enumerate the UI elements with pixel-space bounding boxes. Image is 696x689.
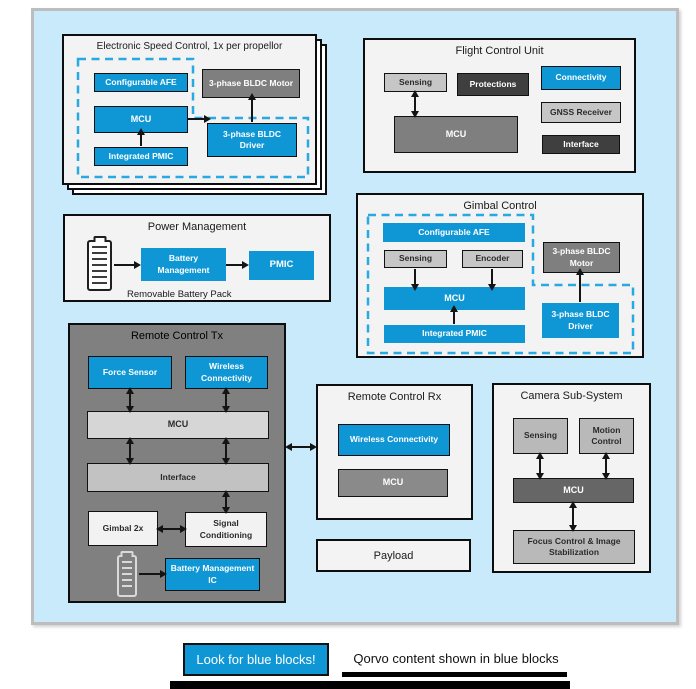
- gimbal-bldc-motor-block: 3-phase BLDC Motor: [543, 242, 620, 273]
- tx-interface-block: Interface: [87, 463, 269, 492]
- legend-blue-badge: Look for blue blocks!: [183, 643, 329, 676]
- tx-signal-conditioning-block: Signal Conditioning: [185, 512, 267, 547]
- camera-sensing-block: Sensing: [513, 418, 568, 454]
- camera-title: Camera Sub-System: [520, 390, 623, 402]
- arrow-esc-mcu-to-driver: [188, 115, 211, 123]
- arrow-camera-mcu-focus: [569, 501, 577, 532]
- gimbal-mcu-block: MCU: [384, 287, 525, 310]
- legend-underline-bar: [342, 672, 567, 677]
- pm-battery-management-block: Battery Management: [141, 248, 226, 281]
- arrow-esc-pmic-to-mcu: [137, 128, 145, 146]
- tx-battery-icon: [117, 555, 137, 597]
- arrow-tx-forcesensor-mcu: [126, 387, 134, 413]
- gimbal-configurable-afe-block: Configurable AFE: [383, 223, 525, 242]
- rx-wireless-connectivity-block: Wireless Connectivity: [338, 424, 450, 456]
- esc-panel: Electronic Speed Control, 1x per propell…: [62, 34, 317, 185]
- remote-control-tx-panel: Remote Control Tx Force Sensor Wireless …: [68, 323, 286, 603]
- arrow-camera-sensing-mcu: [536, 452, 544, 480]
- arrow-tx-interface-signal: [222, 490, 230, 514]
- camera-focus-control-block: Focus Control & Image Stabilization: [513, 530, 635, 564]
- arrow-pm-bm-to-pmic: [226, 261, 249, 269]
- arrow-tx-mcu-interface-right: [222, 437, 230, 465]
- arrow-esc-driver-to-motor: [248, 93, 256, 122]
- gimbal-sensing-block: Sensing: [384, 250, 447, 268]
- tx-wireless-connectivity-block: Wireless Connectivity: [185, 356, 268, 389]
- fcu-protections-block: Protections: [457, 73, 529, 96]
- pm-title: Power Management: [147, 221, 247, 233]
- arrow-tx-battery-to-bmic: [139, 570, 167, 578]
- diagram-canvas: Electronic Speed Control, 1x per propell…: [31, 8, 679, 625]
- tx-mcu-block: MCU: [87, 411, 269, 439]
- arrow-tx-wireless-mcu: [222, 387, 230, 413]
- gimbal-bldc-driver-block: 3-phase BLDC Driver: [542, 303, 619, 338]
- tx-title: Remote Control Tx: [130, 330, 224, 342]
- gimbal-control-panel: Gimbal Control Configurable AFE Sensing …: [356, 193, 644, 358]
- tx-force-sensor-block: Force Sensor: [88, 356, 172, 389]
- remote-control-rx-panel: Remote Control Rx Wireless Connectivity …: [316, 384, 473, 520]
- fcu-connectivity-block: Connectivity: [541, 66, 621, 90]
- tx-gimbal-2x-block: Gimbal 2x: [88, 511, 158, 546]
- fcu-panel: Flight Control Unit Sensing Protections …: [363, 38, 636, 173]
- power-management-panel: Power Management Battery Management PMIC…: [63, 214, 331, 302]
- gimbal-integrated-pmic-block: Integrated PMIC: [384, 325, 525, 343]
- esc-configurable-afe-block: Configurable AFE: [94, 73, 188, 92]
- payload-title: Payload: [373, 549, 414, 562]
- esc-title: Electronic Speed Control, 1x per propell…: [96, 41, 283, 52]
- fcu-interface-block: Interface: [542, 135, 620, 154]
- esc-integrated-pmic-block: Integrated PMIC: [94, 147, 188, 166]
- tx-battery-management-ic-block: Battery Management IC: [165, 558, 260, 591]
- rx-mcu-block: MCU: [338, 469, 448, 497]
- gimbal-title: Gimbal Control: [463, 200, 537, 212]
- esc-bldc-driver-block: 3-phase BLDC Driver: [207, 123, 297, 157]
- arrow-camera-motion-mcu: [602, 452, 610, 480]
- arrow-fcu-sensing-mcu: [411, 90, 419, 118]
- legend-caption: Qorvo content shown in blue blocks: [353, 650, 559, 666]
- fcu-title: Flight Control Unit: [455, 45, 544, 57]
- legend-bottom-bar: [170, 681, 570, 689]
- rx-title: Remote Control Rx: [347, 391, 442, 403]
- arrow-tx-gimbal-signal: [156, 525, 187, 533]
- camera-motion-control-block: Motion Control: [579, 418, 634, 454]
- arrow-gimbal-driver-to-motor: [576, 268, 584, 302]
- camera-subsystem-panel: Camera Sub-System Sensing Motion Control…: [492, 383, 651, 573]
- arrow-tx-to-rx: [285, 443, 317, 451]
- pm-removable-battery-caption: Removable Battery Pack: [127, 289, 232, 300]
- arrow-gimbal-sensing-to-mcu: [411, 269, 419, 291]
- arrow-gimbal-encoder-to-mcu: [488, 269, 496, 291]
- arrow-tx-mcu-interface-left: [126, 437, 134, 465]
- payload-panel: Payload: [316, 539, 471, 572]
- arrow-gimbal-pmic-to-mcu: [450, 305, 458, 324]
- gimbal-encoder-block: Encoder: [462, 250, 523, 268]
- arrow-pm-battery-to-bm: [114, 261, 141, 269]
- fcu-mcu-block: MCU: [394, 116, 518, 153]
- fcu-gnss-receiver-block: GNSS Receiver: [541, 102, 621, 123]
- pm-pmic-block: PMIC: [249, 251, 314, 280]
- camera-mcu-block: MCU: [513, 478, 634, 503]
- battery-icon: [87, 240, 112, 291]
